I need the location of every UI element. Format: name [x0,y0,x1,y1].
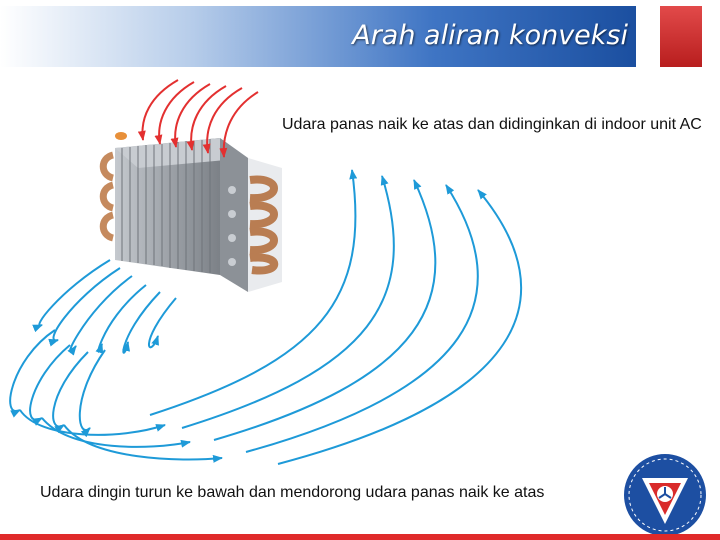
coil-fins [121,139,211,273]
coil-pipe-stubs [228,186,236,266]
slide-title: Arah aliran konveksi [352,20,628,51]
footer-accent-line [0,534,720,540]
warm-air-arrows [137,79,259,158]
organization-logo-icon [622,452,708,538]
logo-fan-blades [658,487,672,499]
coil-pipes-right [249,175,279,275]
convection-diagram [9,79,523,465]
cool-air-arrows [9,169,523,465]
caption-warm-air: Udara panas naik ke atas dan didinginkan… [282,116,702,133]
coil-inlet-connector [115,132,127,140]
logo-ring-text-pattern [628,458,702,532]
coil-top-face [115,138,248,168]
coil-icon [99,132,282,292]
coil-pipes-left [99,151,115,242]
caption-cool-air: Udara dingin turun ke bawah dan mendoron… [40,484,545,501]
title-bar: Arah aliran konveksi [0,6,636,67]
title-accent-block [660,6,702,67]
